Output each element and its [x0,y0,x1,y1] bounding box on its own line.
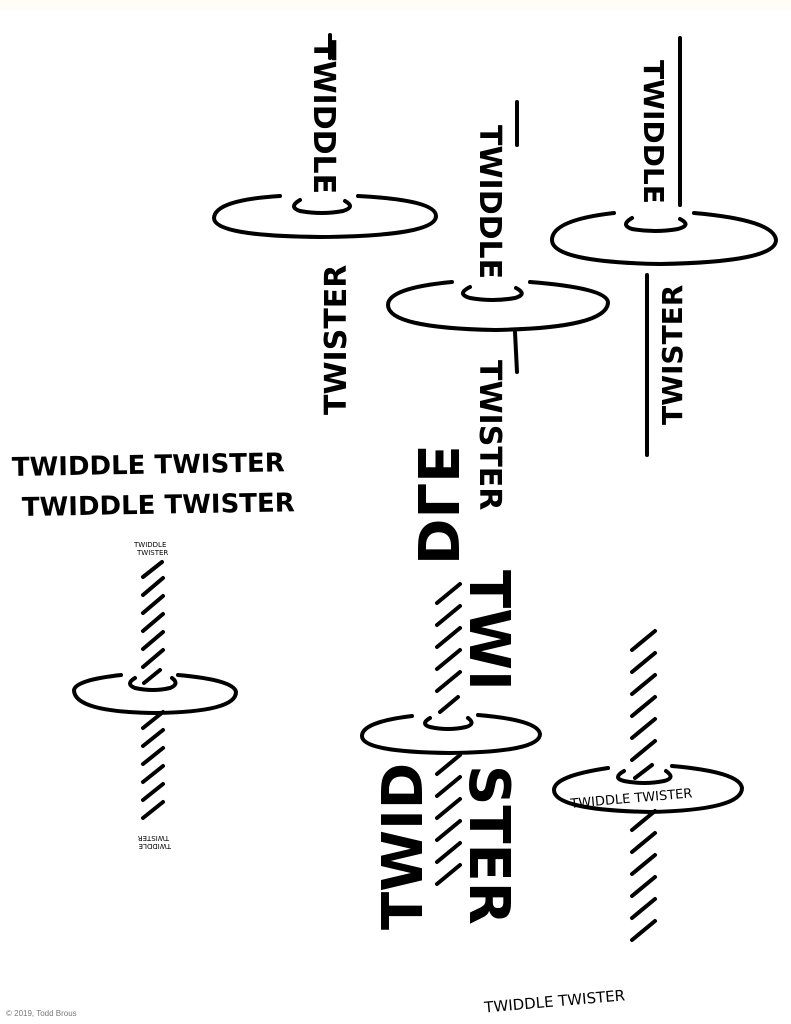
top-paper-band [0,0,791,10]
word-twister-top-left: TWISTER [319,265,354,415]
big-right-upper: TWI [456,570,521,691]
word-twister-top-right: TWISTER [656,285,689,425]
concept-disc-label: TWIDDLE TWISTER [552,629,744,942]
concept-top-right: TWIDDLE TWISTER [550,36,778,457]
big-right-lower: STER [456,765,521,925]
word-twiddle-top-middle: TWIDDLE [472,125,507,279]
wordmark-line-2: TWIDDLE TWISTER [22,488,295,523]
disc-label-text: TWIDDLE TWISTER [569,786,693,812]
small-label-twister-top: TWISTER [136,549,168,557]
small-label-twiddle-top: TWIDDLE [133,541,166,549]
hatch-stem-lower [141,710,165,820]
concept-small-left: TWIDDLE TWISTER TWISTER TWIDDLE [72,541,238,850]
word-twiddle-top-right: TWIDDLE [637,60,670,204]
wordmark-line-1: TWIDDLE TWISTER [12,448,285,483]
concept-big-center: DLE TWID TWI STER [360,445,542,930]
word-twiddle-top-left: TWIDDLE [306,40,341,194]
big-left-upper: DLE [404,445,469,565]
hatch-stem-right [630,629,657,942]
wordmark-block: TWIDDLE TWISTER TWIDDLE TWISTER [12,448,295,523]
bottom-wordmark: TWIDDLE TWISTER [483,986,626,1016]
concept-top-middle: TWIDDLE TWISTER [386,100,610,510]
copyright-notice: © 2019, Todd Brous [6,1009,77,1018]
small-label-twister-bottom: TWISTER [138,834,170,842]
concept-top-left: TWIDDLE TWISTER [212,33,438,415]
hatch-stem-upper [141,560,165,685]
big-left-lower: TWID [371,763,436,930]
hatch-stem-center [435,582,462,886]
word-twister-top-middle: TWISTER [472,360,507,510]
small-label-twiddle-bottom: TWIDDLE [139,842,172,850]
